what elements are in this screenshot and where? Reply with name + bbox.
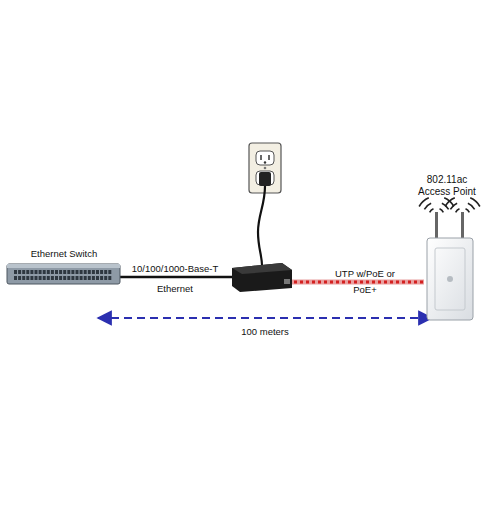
node-heading: Ethernet Switch <box>6 248 122 260</box>
switch-body <box>6 263 122 287</box>
wall-outlet <box>249 143 281 193</box>
poe-cable <box>288 282 424 283</box>
distance-arrow <box>98 317 432 319</box>
access-point-body <box>404 202 490 322</box>
cable-label: UTP w/PoE or PoE+ <box>332 266 398 298</box>
distance-label: 100 meters <box>220 326 310 338</box>
poe-injector <box>232 263 292 292</box>
ethernet-cable <box>120 276 232 279</box>
cable-label: 10/100/1000-Base-T <box>119 263 231 275</box>
power-cord <box>258 172 271 266</box>
cable-label: Ethernet <box>145 283 205 295</box>
ethernet-switch: Ethernet Switch <box>6 248 122 286</box>
access-point: 802.11ac Access Point <box>404 174 490 322</box>
node-heading: 802.11ac Access Point <box>404 174 490 198</box>
